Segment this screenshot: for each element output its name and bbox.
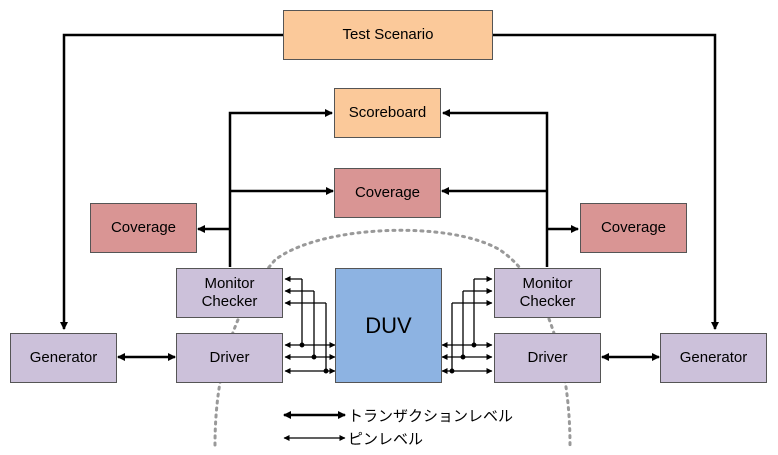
test-scenario-label: Test Scenario	[342, 26, 434, 43]
legend-pin-label: ピンレベル	[348, 430, 424, 448]
left-pin-bus	[284, 276, 336, 374]
left-driver-block: Driver	[176, 333, 283, 383]
right-driver-label: Driver	[527, 349, 568, 366]
legend-transaction-label: トランザクションレベル	[348, 407, 514, 425]
left-coverage-block: Coverage	[90, 203, 197, 253]
left-driver-label: Driver	[209, 349, 250, 366]
right-monitor-checker-label: Monitor Checker	[519, 275, 576, 310]
right-pin-bus	[441, 276, 493, 374]
scoreboard-block: Scoreboard	[334, 88, 441, 138]
duv-label: DUV	[365, 312, 412, 338]
scenario-to-right-generator	[493, 33, 719, 330]
right-monitor-trunk	[442, 109, 549, 267]
right-generator-block: Generator	[660, 333, 767, 383]
right-monitor-checker-block: Monitor Checker	[494, 268, 601, 318]
right-coverage-label: Coverage	[600, 219, 667, 236]
left-monitor-trunk	[228, 109, 333, 267]
right-driver-block: Driver	[494, 333, 601, 383]
center-coverage-label: Coverage	[354, 184, 421, 201]
left-generator-block: Generator	[10, 333, 117, 383]
left-generator-label: Generator	[29, 349, 98, 366]
left-coverage-label: Coverage	[110, 219, 177, 236]
test-scenario-block: Test Scenario	[283, 10, 493, 60]
right-coverage-block: Coverage	[580, 203, 687, 253]
left-monitor-checker-label: Monitor Checker	[201, 275, 258, 310]
duv-block: DUV	[335, 268, 442, 383]
center-coverage-block: Coverage	[334, 168, 441, 218]
scoreboard-label: Scoreboard	[348, 104, 427, 121]
right-generator-label: Generator	[679, 349, 748, 366]
scenario-to-left-generator	[60, 33, 283, 330]
left-monitor-checker-block: Monitor Checker	[176, 268, 283, 318]
